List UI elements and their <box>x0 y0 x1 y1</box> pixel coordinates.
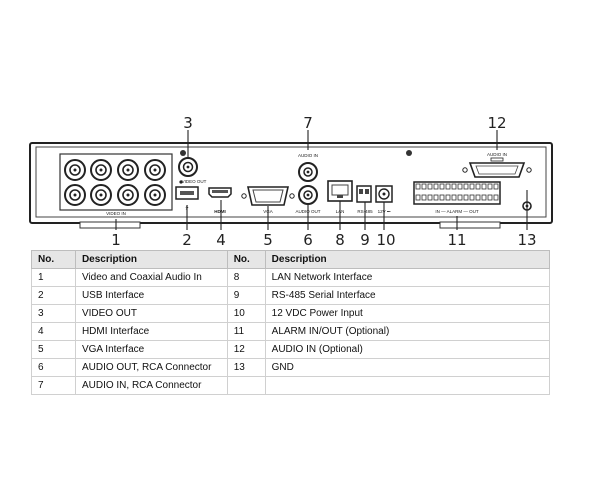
cell-no: 13 <box>226 358 266 377</box>
bnc-connector-2 <box>90 159 112 181</box>
callout-1: 1 <box>111 231 121 249</box>
video-in-label: VIDEO IN <box>106 211 126 216</box>
audio-out-rca <box>298 185 318 205</box>
alarm-terminal-block: IN — ALARM — OUT <box>413 181 501 214</box>
cell-description: AUDIO OUT, RCA Connector <box>74 358 228 377</box>
hdmi-port: HDMI <box>208 187 232 214</box>
callout-7: 7 <box>303 114 313 132</box>
header-no-right: No. <box>226 250 266 269</box>
cell-description: AUDIO IN, RCA Connector <box>74 376 228 395</box>
cell-description: Video and Coaxial Audio In <box>74 268 228 287</box>
cell-no: 6 <box>31 358 76 377</box>
cell-description: VIDEO OUT <box>74 304 228 323</box>
cell-description: USB Interface <box>74 286 228 305</box>
callout-12: 12 <box>487 114 506 132</box>
bnc-connector-1 <box>64 159 86 181</box>
cell-description: GND <box>264 358 551 377</box>
table-row: 5 VGA Interface 12 AUDIO IN (Optional) <box>31 340 551 359</box>
bnc-connector-7 <box>117 184 139 206</box>
callout-10: 10 <box>376 231 395 249</box>
cell-no: 4 <box>31 322 76 341</box>
callout-13: 13 <box>517 231 536 249</box>
cell-no <box>226 376 266 395</box>
cell-description: AUDIO IN (Optional) <box>264 340 551 359</box>
callout-3: 3 <box>183 114 193 132</box>
callout-8: 8 <box>335 231 345 249</box>
bnc-connector-4 <box>144 159 166 181</box>
callout-11: 11 <box>447 231 466 249</box>
callout-4: 4 <box>216 231 226 249</box>
cell-no: 12 <box>226 340 266 359</box>
cell-no: 1 <box>31 268 76 287</box>
cell-no: 9 <box>226 286 266 305</box>
cell-description: LAN Network Interface <box>264 268 551 287</box>
table-header-row: No. Description No. Description <box>31 250 551 269</box>
cell-description: VGA Interface <box>74 340 228 359</box>
cell-description: HDMI Interface <box>74 322 228 341</box>
bnc-connector-8 <box>144 184 166 206</box>
callout-5: 5 <box>263 231 273 249</box>
table-row: 6 AUDIO OUT, RCA Connector 13 GND <box>31 358 551 377</box>
audio-in-dsub: AUDIO IN <box>462 152 532 178</box>
cell-no: 7 <box>31 376 76 395</box>
table-row: 1 Video and Coaxial Audio In 8 LAN Netwo… <box>31 268 551 287</box>
cell-no: 5 <box>31 340 76 359</box>
cell-no: 10 <box>226 304 266 323</box>
table-row: 4 HDMI Interface 11 ALARM IN/OUT (Option… <box>31 322 551 341</box>
audio-in-rca <box>298 162 318 182</box>
header-no-left: No. <box>31 250 76 269</box>
hdmi-label: HDMI <box>214 209 226 214</box>
foot-left <box>79 221 141 229</box>
bnc-connector-3 <box>117 159 139 181</box>
interface-table: No. Description No. Description 1 Video … <box>31 250 551 395</box>
table-row: 7 AUDIO IN, RCA Connector <box>31 376 551 395</box>
video-out-bnc: VIDEO OUT <box>178 157 207 184</box>
audio-in-label: AUDIO IN <box>298 153 318 158</box>
audio-in-right-label: AUDIO IN <box>487 152 507 157</box>
cell-no: 2 <box>31 286 76 305</box>
header-description-right: Description <box>264 250 551 269</box>
rear-panel-diagram: VIDEO IN ⭍ VIDEO OUT HDMI VGA AUDIO IN A… <box>29 114 553 249</box>
callout-6: 6 <box>303 231 313 249</box>
cell-description: RS-485 Serial Interface <box>264 286 551 305</box>
screw-right <box>406 150 412 156</box>
callout-2: 2 <box>182 231 192 249</box>
screw-left <box>180 150 186 156</box>
table-row: 2 USB Interface 9 RS-485 Serial Interfac… <box>31 286 551 305</box>
header-description-left: Description <box>74 250 228 269</box>
leader-lines <box>115 130 528 230</box>
chassis-inner <box>35 146 547 218</box>
bnc-connector-5 <box>64 184 86 206</box>
bnc-connector-6 <box>90 184 112 206</box>
video-in-bnc-block: VIDEO IN <box>59 153 173 216</box>
cell-description <box>264 376 551 395</box>
cell-description: ALARM IN/OUT (Optional) <box>264 322 551 341</box>
alarm-label: IN — ALARM — OUT <box>435 209 479 214</box>
cell-no: 8 <box>226 268 266 287</box>
foot-right <box>439 221 501 229</box>
video-out-label: VIDEO OUT <box>182 179 207 184</box>
cell-no: 3 <box>31 304 76 323</box>
callout-9: 9 <box>360 231 370 249</box>
cell-description: 12 VDC Power Input <box>264 304 551 323</box>
cell-no: 11 <box>226 322 266 341</box>
table-row: 3 VIDEO OUT 10 12 VDC Power Input <box>31 304 551 323</box>
